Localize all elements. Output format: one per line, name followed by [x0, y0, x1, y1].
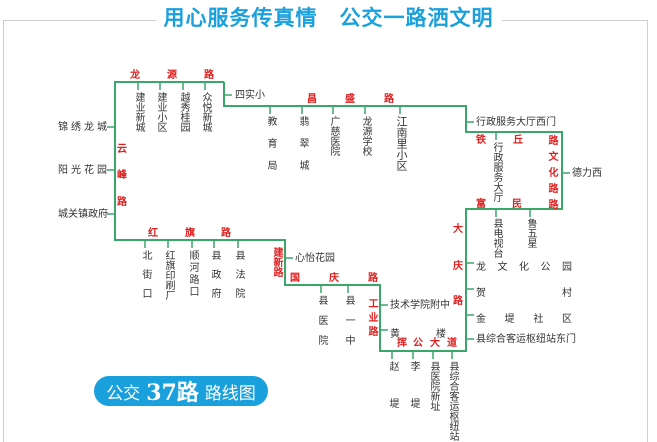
- station-jianyexincheng: 建业新城: [133, 92, 144, 132]
- station-xianfayuan: 县法院: [233, 250, 244, 307]
- road-daqing-2: 庆: [453, 261, 463, 272]
- station-keyun-dongmen: 县综合客运枢纽站东门: [476, 334, 576, 345]
- station-jindi: 金堤社区: [476, 310, 572, 325]
- road-yunfeng-2: 峰: [117, 170, 127, 181]
- road-tieqiu-1: 铁: [476, 135, 486, 146]
- badge-prefix: 公交: [106, 383, 141, 404]
- char: 社: [533, 314, 544, 325]
- station-xingzheng-ximen: 行政服务大厅西门: [476, 117, 556, 128]
- road-hongqi-2: 旗: [185, 228, 195, 239]
- station-feicuicheng: 翡翠城: [297, 116, 308, 182]
- slogan-text: 用心服务传真情 公交一路洒文明: [155, 6, 502, 30]
- badge-suffix: 路线图: [204, 383, 256, 404]
- road-yunfeng-3: 路: [117, 197, 127, 208]
- station-delixi: 德力西: [572, 168, 602, 179]
- station-shunhelukou: 顺河路口: [187, 250, 198, 298]
- station-guangci: 广慈医院: [328, 116, 339, 156]
- char: 龙: [476, 262, 486, 273]
- road-yunfeng-1: 云: [117, 144, 127, 155]
- char: 堤: [504, 314, 515, 325]
- station-xianyiyuan: 县医院: [316, 295, 327, 355]
- slogan-title: 用心服务传真情 公交一路洒文明: [0, 2, 657, 32]
- char: 楼: [436, 329, 446, 340]
- station-jinxiulongcheng: 锦绣龙城: [58, 122, 110, 133]
- station-dianshitai: 县电视台: [491, 218, 502, 258]
- road-hongqi-1: 红: [148, 228, 158, 239]
- char: 村: [562, 288, 572, 299]
- station-sishixiao: 四实小: [235, 90, 265, 101]
- char: 贺: [476, 288, 486, 299]
- road-daqing-1: 大: [453, 224, 463, 235]
- station-longyuanxuexiao: 龙源学校: [360, 116, 371, 156]
- char: 区: [561, 314, 572, 325]
- road-daqing-3: 路: [453, 296, 463, 307]
- road-longyuan-1: 龙: [130, 70, 140, 81]
- station-luwuxing: 鲁五星: [525, 218, 536, 248]
- char: 文: [497, 262, 508, 273]
- road-changsheng-2: 盛: [345, 94, 355, 105]
- road-wenhua: 路文化路路: [546, 135, 557, 215]
- road-tieqiu-2: 丘: [513, 135, 523, 146]
- station-jiaoyuju: 教育局: [265, 116, 276, 182]
- station-longwenhua: 龙文化公园: [476, 258, 572, 273]
- station-zhongyuexincheng: 众悦新城: [200, 92, 211, 132]
- road-huigong-4: 道: [447, 338, 457, 349]
- route-badge: 公交 37路 路线图: [94, 376, 268, 406]
- route-path: [114, 81, 563, 352]
- road-longyuan-2: 源: [167, 70, 177, 81]
- station-xianyiyuanxinzhi: 县医院新址: [428, 361, 439, 411]
- road-gongye: 工业路: [366, 298, 377, 340]
- station-jiangnanli: 江南里小区: [395, 116, 408, 171]
- station-xianzhengfu: 县政府: [209, 250, 220, 307]
- badge-number: 37路: [146, 380, 199, 406]
- station-xianyizhong: 县一中: [343, 295, 354, 355]
- station-ticks: [107, 82, 570, 359]
- station-beijiekou: 北街口: [140, 250, 151, 307]
- char: 化: [519, 262, 529, 273]
- road-huigong-1: 挥: [397, 338, 407, 349]
- station-zhaodi: 赵堤: [387, 361, 398, 435]
- road-longyuan-3: 路: [204, 70, 214, 81]
- station-hecun: 贺村: [476, 284, 572, 299]
- station-yangguanghuayuan: 阳光花园: [58, 165, 110, 176]
- road-jianxin: 建新路: [271, 247, 282, 277]
- char: 园: [562, 262, 572, 273]
- road-fumin-2: 民: [512, 199, 522, 210]
- station-chengguanzhen: 城关镇政府: [58, 209, 108, 220]
- station-xinyihuayuan: 心怡花园: [295, 253, 335, 264]
- road-huigong-3: 大: [430, 338, 440, 349]
- station-xingzheng: 行政服务大厅: [491, 142, 502, 202]
- station-hongqiyinshua: 红旗印刷厂: [163, 250, 174, 300]
- station-jianyexiaoqu: 建业小区: [155, 92, 166, 132]
- road-changsheng-3: 路: [384, 94, 394, 105]
- char: 黄: [390, 329, 400, 340]
- road-changsheng-1: 昌: [307, 94, 317, 105]
- char: 金: [476, 314, 486, 325]
- station-jishuxueyuan: 技术学院附中: [390, 300, 450, 311]
- road-guoqing-1: 国: [290, 273, 300, 284]
- station-lidi: 李堤: [408, 361, 419, 435]
- road-huigong-2: 公: [413, 338, 423, 349]
- station-yuexiuguiyuan: 越秀桂园: [178, 92, 189, 132]
- road-guoqing-2: 庆: [329, 273, 339, 284]
- road-guoqing-3: 路: [368, 273, 378, 284]
- char: 公: [540, 262, 551, 273]
- station-keyunzhan: 县综合客运枢纽站: [447, 361, 458, 441]
- road-fumin-1: 富: [476, 199, 486, 210]
- station-huanglou: 黄楼: [390, 325, 446, 340]
- road-hongqi-3: 路: [221, 228, 231, 239]
